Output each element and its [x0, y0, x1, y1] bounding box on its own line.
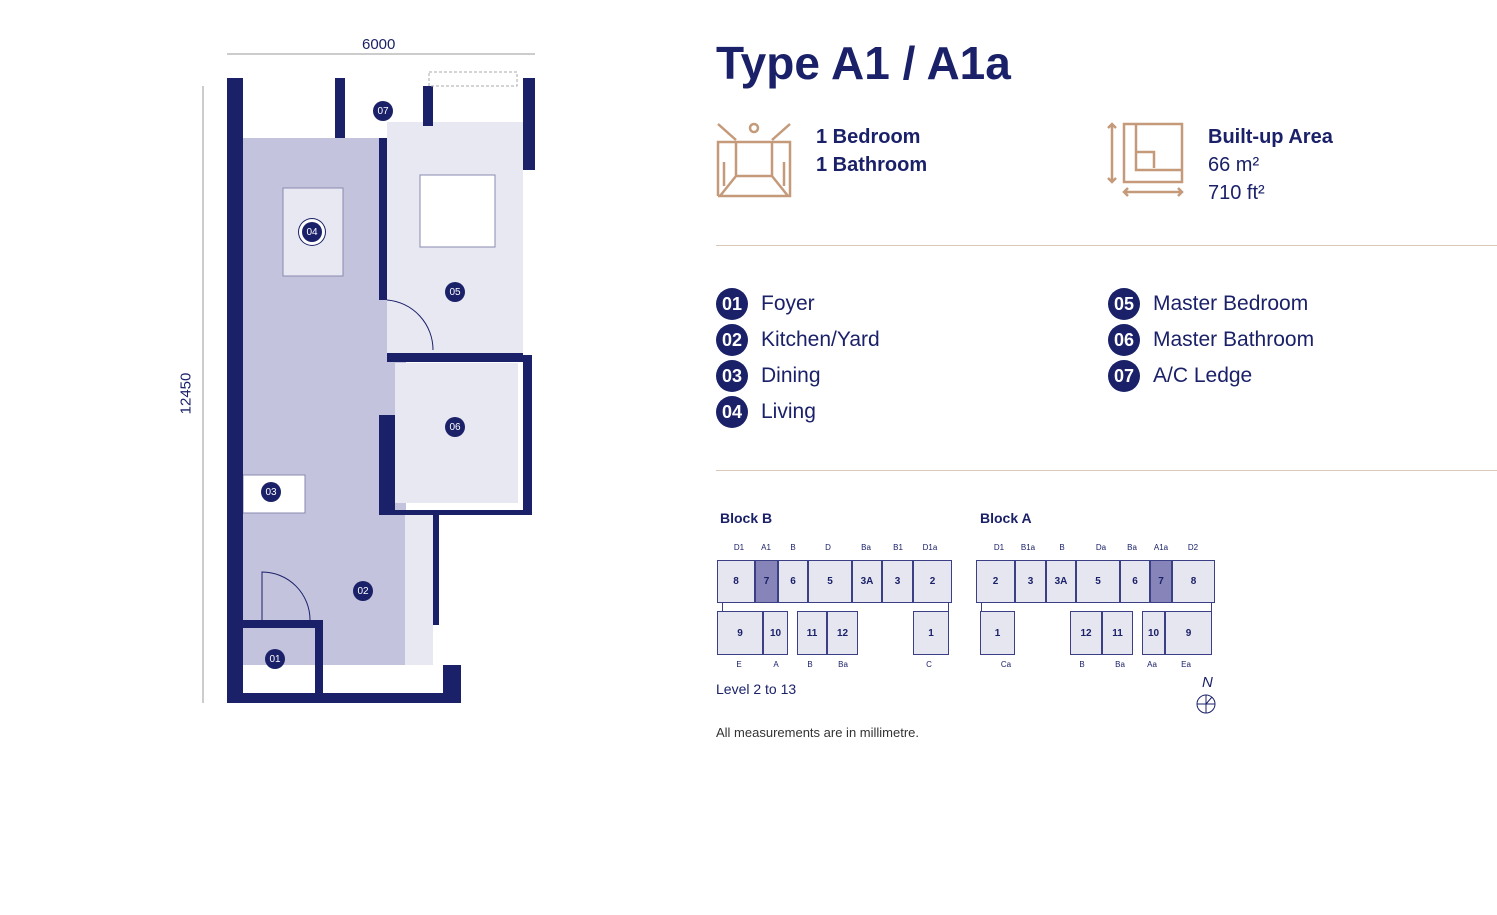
unit-12: 12 [1070, 611, 1102, 655]
unit-7: 7 [1150, 560, 1172, 603]
bedroom-icon [716, 122, 792, 198]
legend-number: 06 [1108, 324, 1140, 356]
unit-type-label: A1 [761, 543, 771, 552]
unit-type-label: Da [1095, 543, 1107, 552]
room-tag-foyer: 01 [265, 649, 285, 669]
north-label: N [1202, 674, 1213, 691]
legend-item: 06 Master Bathroom [1108, 322, 1314, 358]
block-a-title: Block A [980, 510, 1032, 526]
corridor [981, 603, 1212, 611]
unit-8: 8 [717, 560, 755, 603]
legend-number: 02 [716, 324, 748, 356]
unit-5: 5 [808, 560, 852, 603]
legend-label: Living [761, 400, 816, 423]
unit-type-label: Ea [1181, 660, 1191, 669]
legend-item: 07 A/C Ledge [1108, 358, 1314, 394]
room-tag-kitchen: 02 [353, 581, 373, 601]
unit-type-label: B1 [893, 543, 903, 552]
legend-item: 05 Master Bedroom [1108, 286, 1314, 322]
compass-icon [1196, 694, 1216, 714]
unit-type-label: B [1059, 543, 1065, 552]
unit-10: 10 [763, 611, 788, 655]
legend-number: 01 [716, 288, 748, 320]
area-label: Built-up Area [1208, 126, 1333, 148]
unit-type-label: Ca [1000, 660, 1012, 669]
legend-item: 01 Foyer [716, 286, 880, 322]
area-m2: 66 m² [1208, 154, 1260, 176]
unit-3A: 3A [852, 560, 882, 603]
divider [716, 470, 1497, 471]
unit-type-label: B1a [1020, 543, 1036, 552]
unit-type-label: D2 [1187, 543, 1199, 552]
unit-type-label: D [825, 543, 831, 552]
legend-item: 03 Dining [716, 358, 880, 394]
room-tag-bedroom: 05 [445, 282, 465, 302]
room-legend-right: 05 Master Bedroom 06 Master Bathroom 07 A/C… [1108, 286, 1314, 394]
unit-type-label: Aa [1147, 660, 1157, 669]
unit-5: 5 [1076, 560, 1120, 603]
room-tag-living: 04 [302, 222, 322, 242]
unit-10: 10 [1142, 611, 1165, 655]
room-tag-ac-ledge: 07 [373, 101, 393, 121]
area-ft2: 710 ft² [1208, 182, 1265, 204]
unit-type-label: B [1079, 660, 1085, 669]
unit-type-label: E [736, 660, 742, 669]
floor-area-icon [1107, 122, 1184, 197]
divider [716, 245, 1497, 246]
bedroom-count: 1 Bedroom [816, 126, 921, 148]
unit-type-label: D1a [922, 543, 938, 552]
legend-number: 04 [716, 396, 748, 428]
unit-type-label: Ba [1115, 660, 1125, 669]
unit-11: 11 [797, 611, 827, 655]
legend-item: 04 Living [716, 394, 880, 430]
legend-item: 02 Kitchen/Yard [716, 322, 880, 358]
legend-number: 07 [1108, 360, 1140, 392]
legend-label: Master Bedroom [1153, 292, 1309, 315]
unit-2: 2 [913, 560, 952, 603]
unit-type-label: Ba [838, 660, 848, 669]
legend-label: Dining [761, 364, 821, 387]
unit-2: 2 [976, 560, 1015, 603]
legend-label: A/C Ledge [1153, 364, 1253, 387]
unit-6: 6 [778, 560, 808, 603]
unit-type-label: B [807, 660, 813, 669]
legend-label: Foyer [761, 292, 815, 315]
unit-11: 11 [1102, 611, 1133, 655]
unit-9: 9 [717, 611, 763, 655]
room-tag-dining: 03 [261, 482, 281, 502]
legend-number: 03 [716, 360, 748, 392]
corridor [722, 603, 949, 611]
bathroom-count: 1 Bathroom [816, 154, 928, 176]
legend-label: Master Bathroom [1153, 328, 1315, 351]
unit-12: 12 [827, 611, 858, 655]
unit-3A: 3A [1046, 560, 1076, 603]
room-tag-bathroom: 06 [445, 417, 465, 437]
unit-type-label: B [790, 543, 796, 552]
room-legend-left: 01 Foyer 02 Kitchen/Yard 03 Dining 04 Living [716, 286, 880, 430]
level-label: Level 2 to 13 [716, 681, 797, 697]
unit-type-label: C [926, 660, 932, 669]
unit-type-label: D1 [993, 543, 1005, 552]
unit-3: 3 [882, 560, 913, 603]
unit-type-label: A1a [1153, 543, 1169, 552]
unit-type-label: Ba [861, 543, 871, 552]
block-b-title: Block B [720, 510, 773, 526]
unit-9: 9 [1165, 611, 1212, 655]
unit-8: 8 [1172, 560, 1215, 603]
unit-6: 6 [1120, 560, 1150, 603]
unit-3: 3 [1015, 560, 1046, 603]
legend-number: 05 [1108, 288, 1140, 320]
width-dimension: 6000 [362, 36, 396, 53]
unit-type-label: A [773, 660, 779, 669]
unit-1: 1 [980, 611, 1015, 655]
unit-type-label: D1 [733, 543, 745, 552]
unit-7: 7 [755, 560, 778, 603]
height-dimension: 12450 [177, 372, 195, 415]
measurement-note: All measurements are in millimetre. [716, 725, 920, 740]
legend-label: Kitchen/Yard [761, 328, 880, 351]
unit-type-label: Ba [1127, 543, 1137, 552]
unit-1: 1 [913, 611, 949, 655]
page-title: Type A1 / A1a [716, 37, 1011, 89]
